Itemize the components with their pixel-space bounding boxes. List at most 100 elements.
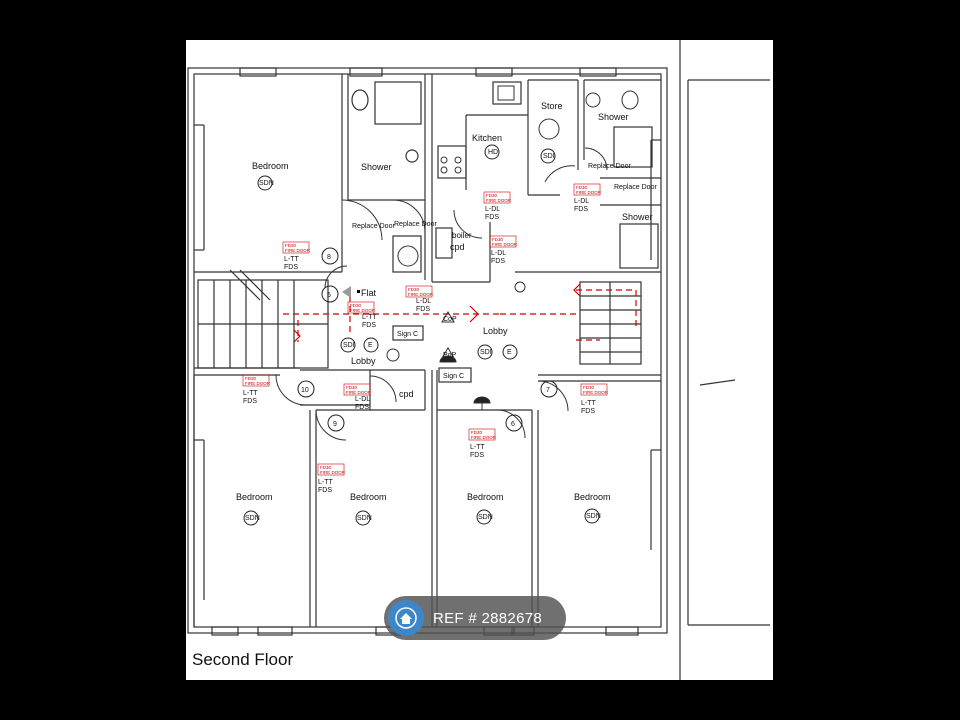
sdi-west: SDI	[343, 342, 355, 349]
pop-sign: PoP	[443, 352, 457, 359]
ltt-10: L-TT	[243, 390, 259, 397]
door-5: 5	[327, 292, 331, 299]
room-bedroom-nw: Bedroom	[252, 161, 289, 171]
ltt-7: L-TT	[581, 400, 597, 407]
fire-door-10: FIRE DOOR	[245, 381, 271, 386]
room-cpd-1: cpd	[450, 242, 465, 252]
hd-kitchen: HD	[488, 149, 498, 156]
fds-8: FDS	[284, 264, 298, 271]
fds-7: FDS	[581, 408, 595, 415]
room-shower-3: Shower	[622, 212, 653, 222]
sdi-east: SDI	[480, 349, 492, 356]
door-8: 8	[327, 254, 331, 261]
escape-arrows	[293, 283, 581, 343]
replace-door-4: Replace Door	[614, 184, 657, 191]
fds-store: FDS	[574, 206, 588, 213]
fd30-store: FD30	[576, 185, 588, 190]
fd30-kitchen: FD30	[486, 193, 498, 198]
door-7: 7	[546, 387, 550, 394]
room-bedroom-s3: Bedroom	[467, 492, 504, 502]
room-bedroom-s1: Bedroom	[236, 492, 273, 502]
ltt-6: L-TT	[470, 444, 486, 451]
room-store: Store	[541, 101, 563, 111]
sign-c-east: Sign C	[443, 373, 464, 380]
e-west: E	[368, 342, 373, 349]
fire-door-6: FIRE DOOR	[471, 435, 497, 440]
ldl-store: L-DL	[574, 198, 589, 205]
fire-door-boiler: FIRE DOOR	[492, 242, 518, 247]
fire-door-kitchen: FIRE DOOR	[486, 198, 512, 203]
ref-prefix: REF	[433, 609, 464, 627]
replace-door-1: Replace Door	[352, 223, 395, 230]
room-lobby-west: Lobby	[351, 356, 376, 366]
room-flat: Flat	[361, 288, 377, 298]
sdn-s3: SDN	[478, 514, 493, 521]
ref-hash: #	[468, 609, 478, 627]
sdn-s2: SDN	[357, 515, 372, 522]
drawing-sheet	[186, 40, 773, 680]
sdn-s1: SDN	[245, 515, 260, 522]
ldl-kitchen: L-DL	[485, 206, 500, 213]
fire-door-9: FIRE DOOR	[320, 470, 346, 475]
fd30-5: FD30	[350, 303, 362, 308]
room-cpd-2: cpd	[399, 389, 414, 399]
fire-door-5: FIRE DOOR	[350, 308, 376, 313]
cop-sign: CoP	[443, 316, 457, 323]
detector-symbols	[243, 144, 600, 526]
ltt-5: L-TT	[362, 314, 378, 321]
flat-arrow-icon	[342, 286, 351, 298]
home-icon	[388, 600, 424, 636]
fire-door-7: FIRE DOOR	[583, 390, 609, 395]
fd30-cpd: FD30	[408, 287, 420, 292]
door-swings	[275, 147, 608, 441]
fire-door-notes: FD30 FIRE DOOR L-TT FDS FD30 FIRE DOOR L…	[242, 163, 657, 494]
fire-door-cpd: FIRE DOOR	[408, 292, 434, 297]
replace-door-2: Replace Door	[394, 221, 437, 228]
room-bedroom-s2: Bedroom	[350, 492, 387, 502]
fd30-cpd2: FD30	[346, 385, 358, 390]
e-east: E	[507, 349, 512, 356]
floor-title: Second Floor	[192, 650, 294, 669]
sdn-s4: SDN	[586, 513, 601, 520]
store-cylinder	[538, 118, 560, 140]
fds-6: FDS	[470, 452, 484, 459]
ltt-8: L-TT	[284, 256, 300, 263]
fds-cpd: FDS	[416, 306, 430, 313]
fds-5: FDS	[362, 322, 376, 329]
door-10: 10	[301, 387, 309, 394]
sign-c-west: Sign C	[397, 331, 418, 338]
fd30-6: FD30	[471, 430, 483, 435]
fd30-8: FD30	[285, 243, 297, 248]
room-shower-1: Shower	[361, 162, 392, 172]
ldl-cpd: L-DL	[416, 298, 431, 305]
room-shower-2: Shower	[598, 112, 629, 122]
fds-10: FDS	[243, 398, 257, 405]
ref-number: 2882678	[481, 609, 542, 627]
fire-door-store: FIRE DOOR	[576, 190, 602, 195]
room-lobby-east: Lobby	[483, 326, 508, 336]
ldl-boiler: L-DL	[491, 250, 506, 257]
fds-kitchen: FDS	[485, 214, 499, 221]
fd30-9: FD30	[320, 465, 332, 470]
door-6: 6	[511, 421, 515, 428]
fds-9: FDS	[318, 487, 332, 494]
fd30-10: FD30	[245, 376, 257, 381]
fd30-boiler: FD30	[492, 237, 504, 242]
sdn-nw: SDN	[259, 180, 274, 187]
replace-door-3: Replace Door	[588, 163, 631, 170]
reference-watermark: REF # 2882678	[384, 596, 566, 640]
fds-boiler: FDS	[491, 258, 505, 265]
escape-route	[283, 289, 637, 342]
reference-text: REF # 2882678	[433, 610, 542, 627]
fds-cpd2: FDS	[355, 404, 369, 411]
sdi-store: SDI	[543, 153, 555, 160]
flat-marker	[357, 290, 360, 293]
fire-door-cpd2: FIRE DOOR	[346, 390, 372, 395]
fire-door-8: FIRE DOOR	[285, 248, 311, 253]
room-boiler: boiler	[452, 231, 472, 240]
ltt-9: L-TT	[318, 479, 334, 486]
door-9: 9	[333, 421, 337, 428]
fd30-7: FD30	[583, 385, 595, 390]
room-bedroom-s4: Bedroom	[574, 492, 611, 502]
